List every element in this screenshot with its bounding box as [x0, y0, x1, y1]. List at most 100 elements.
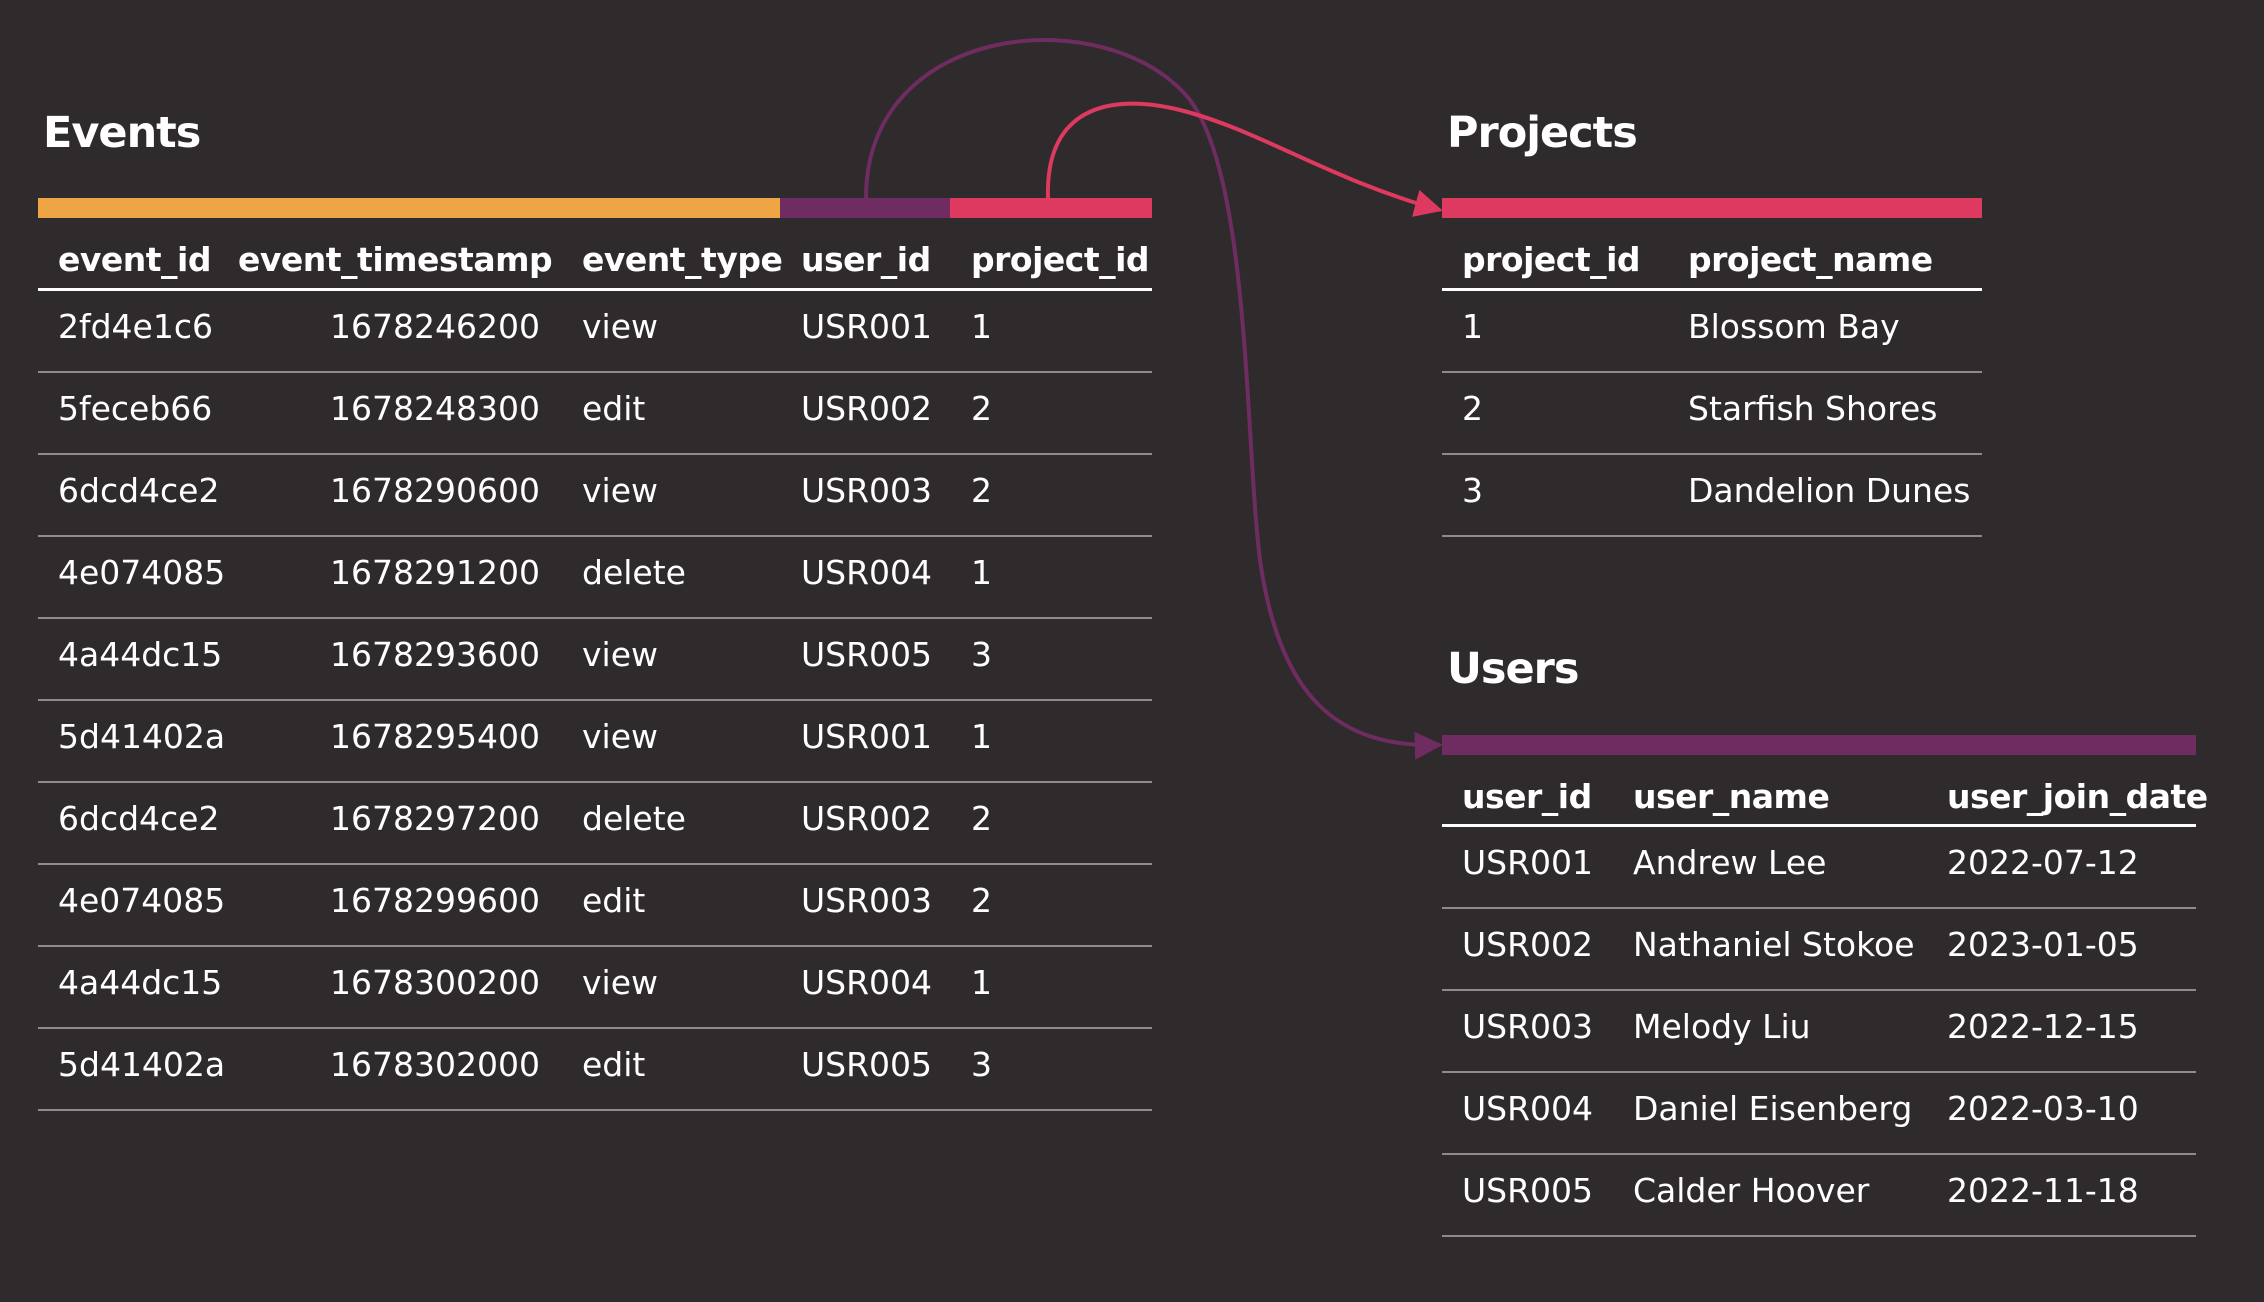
- event-type-cell: edit: [582, 881, 646, 920]
- user-id-cell: USR005: [1462, 1171, 1594, 1210]
- project-id-cell: 2: [971, 471, 992, 510]
- project-name-cell: Starfish Shores: [1688, 389, 1938, 428]
- event-id-cell: 2fd4e1c6: [58, 307, 213, 346]
- project-id-key-bar: [950, 198, 1152, 218]
- project-id-cell: 1: [971, 963, 992, 1002]
- row-divider: [38, 453, 1152, 455]
- user-name-cell: Nathaniel Stokoe: [1633, 925, 1915, 964]
- user-id-connector: [864, 38, 1443, 760]
- row-divider: [1442, 371, 1982, 373]
- row-divider: [38, 781, 1152, 783]
- project-id-cell: 1: [971, 307, 992, 346]
- events-key-bar: [38, 198, 780, 218]
- event-timestamp-cell: 1678248300: [330, 389, 540, 428]
- project-name-cell: Dandelion Dunes: [1688, 471, 1971, 510]
- event-id-cell: 5d41402a: [58, 1045, 226, 1084]
- event-type-cell: view: [582, 717, 658, 756]
- events-col-event-id: event_id: [58, 240, 211, 279]
- user-id-cell: USR003: [801, 881, 933, 920]
- project-id-cell: 2: [1462, 389, 1483, 428]
- project-id-cell: 3: [971, 1045, 992, 1084]
- events-table-title: Events: [43, 108, 201, 158]
- event-id-cell: 5feceb66: [58, 389, 213, 428]
- event-timestamp-cell: 1678246200: [330, 307, 540, 346]
- project-id-cell: 1: [1462, 307, 1483, 346]
- event-id-cell: 5d41402a: [58, 717, 226, 756]
- row-divider: [38, 371, 1152, 373]
- user-id-cell: USR001: [801, 307, 933, 346]
- users-col-user-id: user_id: [1462, 777, 1592, 816]
- projects-table-title: Projects: [1447, 108, 1638, 158]
- events-col-event-type: event_type: [582, 240, 783, 279]
- users-col-user-name: user_name: [1633, 777, 1830, 816]
- event-timestamp-cell: 1678290600: [330, 471, 540, 510]
- event-type-cell: view: [582, 307, 658, 346]
- row-divider: [1442, 1071, 2196, 1073]
- projects-col-project-name: project_name: [1688, 240, 1933, 279]
- user-id-cell: USR005: [801, 635, 933, 674]
- user-name-cell: Melody Liu: [1633, 1007, 1811, 1046]
- user-id-cell: USR003: [1462, 1007, 1594, 1046]
- users-col-user-join-date: user_join_date: [1947, 777, 2208, 816]
- user-id-cell: USR003: [801, 471, 933, 510]
- event-type-cell: edit: [582, 1045, 646, 1084]
- user-id-cell: USR004: [801, 553, 933, 592]
- user-join-date-cell: 2022-12-15: [1947, 1007, 2139, 1046]
- event-type-cell: view: [582, 471, 658, 510]
- row-divider: [1442, 535, 1982, 537]
- project-id-cell: 2: [971, 799, 992, 838]
- row-divider: [38, 617, 1152, 619]
- row-divider: [38, 535, 1152, 537]
- user-join-date-cell: 2022-11-18: [1947, 1171, 2139, 1210]
- events-col-user-id: user_id: [801, 240, 931, 279]
- user-id-cell: USR004: [1462, 1089, 1594, 1128]
- user-id-cell: USR004: [801, 963, 933, 1002]
- user-id-cell: USR001: [1462, 843, 1594, 882]
- row-divider: [38, 863, 1152, 865]
- row-divider: [1442, 907, 2196, 909]
- event-id-cell: 4e074085: [58, 881, 226, 920]
- event-timestamp-cell: 1678299600: [330, 881, 540, 920]
- event-id-cell: 6dcd4ce2: [58, 471, 220, 510]
- events-col-event-timestamp: event_timestamp: [238, 240, 553, 279]
- event-timestamp-cell: 1678297200: [330, 799, 540, 838]
- event-timestamp-cell: 1678302000: [330, 1045, 540, 1084]
- row-divider: [38, 1109, 1152, 1111]
- project-id-cell: 1: [971, 717, 992, 756]
- row-divider: [1442, 453, 1982, 455]
- project-name-cell: Blossom Bay: [1688, 307, 1900, 346]
- projects-header-divider: [1442, 288, 1982, 291]
- user-id-cell: USR002: [801, 799, 933, 838]
- project-id-cell: 3: [971, 635, 992, 674]
- projects-key-bar: [1442, 198, 1982, 218]
- user-id-key-bar: [780, 198, 950, 218]
- users-table-title: Users: [1447, 644, 1579, 694]
- row-divider: [38, 699, 1152, 701]
- event-timestamp-cell: 1678300200: [330, 963, 540, 1002]
- event-id-cell: 4a44dc15: [58, 635, 223, 674]
- project-id-cell: 2: [971, 881, 992, 920]
- row-divider: [1442, 1235, 2196, 1237]
- user-join-date-cell: 2023-01-05: [1947, 925, 2139, 964]
- user-id-cell: USR001: [801, 717, 933, 756]
- project-id-cell: 1: [971, 553, 992, 592]
- event-type-cell: view: [582, 963, 658, 1002]
- user-id-cell: USR002: [801, 389, 933, 428]
- user-join-date-cell: 2022-07-12: [1947, 843, 2139, 882]
- user-join-date-cell: 2022-03-10: [1947, 1089, 2139, 1128]
- user-name-cell: Andrew Lee: [1633, 843, 1827, 882]
- event-type-cell: edit: [582, 389, 646, 428]
- event-type-cell: delete: [582, 553, 686, 592]
- row-divider: [38, 1027, 1152, 1029]
- event-id-cell: 4a44dc15: [58, 963, 223, 1002]
- user-id-cell: USR002: [1462, 925, 1594, 964]
- event-type-cell: delete: [582, 799, 686, 838]
- user-id-cell: USR005: [801, 1045, 933, 1084]
- project-id-cell: 2: [971, 389, 992, 428]
- row-divider: [1442, 1153, 2196, 1155]
- projects-col-project-id: project_id: [1462, 240, 1641, 279]
- event-id-cell: 4e074085: [58, 553, 226, 592]
- user-name-cell: Daniel Eisenberg: [1633, 1089, 1913, 1128]
- events-header-divider: [38, 288, 1152, 291]
- event-type-cell: view: [582, 635, 658, 674]
